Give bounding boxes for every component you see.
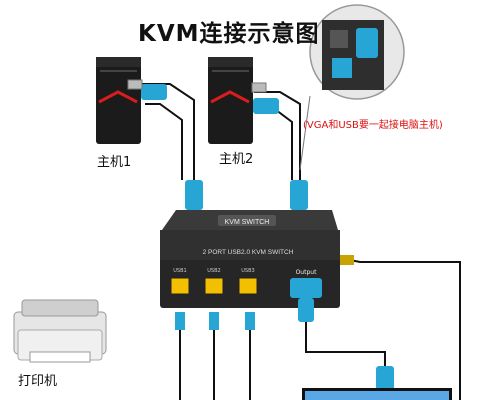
usb-port-label-1: USB1 — [173, 268, 186, 274]
cables-bottom — [179, 318, 386, 400]
vga-plug-pc1 — [127, 79, 167, 100]
output-port-label: Output — [296, 269, 317, 276]
printer — [13, 299, 107, 363]
usb-port-label-2: USB2 — [207, 268, 220, 274]
vga-output-port — [290, 278, 322, 298]
vga-plug-out — [298, 298, 314, 322]
label-host2: 主机2 — [219, 152, 254, 167]
usb-plug-3 — [245, 312, 255, 330]
usb-plug-2 — [209, 312, 219, 330]
usb-port-1 — [170, 277, 190, 295]
usb-port-label-3: USB3 — [241, 268, 254, 274]
connection-note: (VGA和USB要一起接电脑主机) — [303, 120, 443, 131]
vga-plug-in-2 — [290, 180, 308, 210]
pc-tower-1 — [96, 57, 141, 144]
label-host1: 主机1 — [97, 155, 132, 170]
connector-inset — [299, 4, 405, 171]
kvm-switch: KVM SWITCH 2 PORT USB2.0 KVM SWITCH USB1… — [160, 210, 461, 400]
label-printer: 打印机 — [18, 374, 58, 389]
pc-tower-2 — [208, 57, 253, 144]
usb-port-2 — [204, 277, 224, 295]
vga-plug-pc2 — [251, 82, 279, 114]
usb-port-3 — [238, 277, 258, 295]
kvm-switch-model: 2 PORT USB2.0 KVM SWITCH — [203, 249, 294, 256]
usb-plug-1 — [175, 312, 185, 330]
diagram-title: KVM连接示意图 — [138, 21, 320, 47]
kvm-switch-badge: KVM SWITCH — [225, 219, 270, 226]
vga-plug-monitor — [376, 366, 394, 390]
vga-plug-in-1 — [185, 180, 203, 210]
